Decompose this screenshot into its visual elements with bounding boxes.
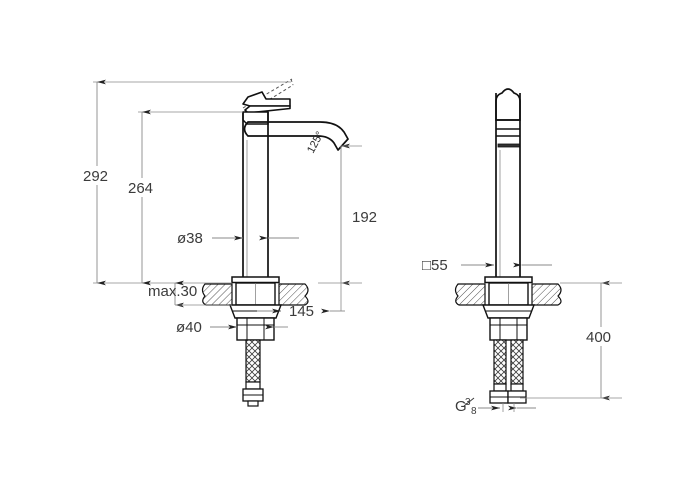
countertop-section <box>201 283 309 306</box>
hose-end-fitting <box>242 388 264 407</box>
side-flexible-hoses <box>493 339 524 392</box>
side-view-dimensions: □55 400 G 3 8 <box>422 257 622 417</box>
dim-label-thread: G 3 8 <box>455 397 477 417</box>
side-countertop-section <box>454 283 562 306</box>
body-tube <box>242 112 269 281</box>
mounting-collar <box>228 304 283 319</box>
front-view-dimensions: 292 264 max.30 ø38 ø40 192 <box>82 79 384 336</box>
dim-label-bg-192 <box>350 207 384 226</box>
side-handle-cap <box>495 88 521 121</box>
side-hose-end-fittings <box>489 390 527 404</box>
shank <box>235 282 276 306</box>
dim-label-bg-264 <box>127 178 161 197</box>
side-shank <box>488 282 529 306</box>
front-view-geometry <box>201 78 349 407</box>
thread-denominator-label: 8 <box>471 406 477 417</box>
side-view-geometry <box>454 88 562 404</box>
side-base-flange <box>484 276 533 284</box>
dim-label-400: 400 <box>586 329 611 346</box>
spout <box>243 121 349 151</box>
thread-prefix-label: G <box>455 398 467 415</box>
side-handle-bands <box>496 119 521 148</box>
dim-label-192: 192 <box>352 209 377 226</box>
flexible-hose <box>245 339 261 390</box>
dim-label-sq55: □55 <box>422 257 448 274</box>
dim-label-292: 292 <box>83 168 108 185</box>
base-flange <box>231 276 280 284</box>
dim-label-spout-angle: 125° <box>305 130 326 156</box>
dim-label-d40: ø40 <box>176 319 202 336</box>
dim-label-bg-400 <box>584 327 620 346</box>
dim-label-bg-292 <box>82 166 116 185</box>
dim-label-max30: max.30 <box>148 283 197 300</box>
side-mounting-collar <box>481 304 536 319</box>
dim-label-145: 145 <box>289 303 314 320</box>
side-lock-nut <box>489 317 528 341</box>
dim-label-264: 264 <box>128 180 153 197</box>
lock-nut <box>236 317 275 341</box>
side-body-tube <box>495 93 521 281</box>
handle-lever <box>242 91 291 114</box>
dim-label-d38: ø38 <box>177 230 203 247</box>
